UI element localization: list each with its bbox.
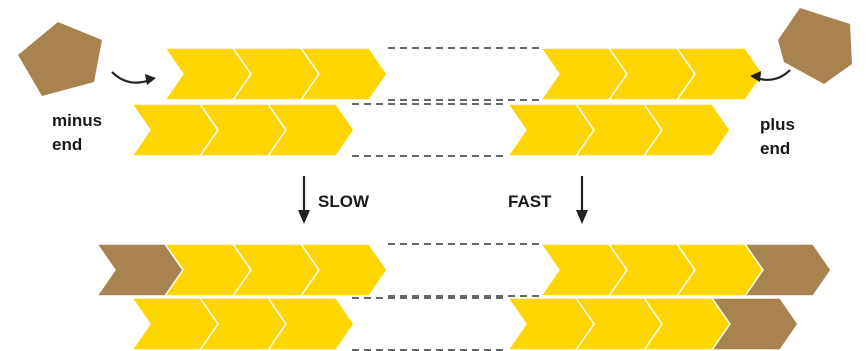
minus-end-label: minus end (52, 111, 107, 154)
free-subunit-plus-side (778, 8, 852, 84)
minus-end-label-line1: minus (52, 111, 102, 130)
binding-arrow-minus (112, 72, 150, 83)
minus-end-label-line2: end (52, 135, 82, 154)
fast-label: FAST (508, 192, 552, 211)
slow-label: SLOW (318, 192, 370, 211)
filaments (97, 48, 831, 350)
binding-arrow-minus-head (145, 74, 156, 85)
slow-arrow-head (298, 210, 310, 224)
plus-end-label: plus end (760, 115, 800, 158)
plus-end-label-line1: plus (760, 115, 795, 134)
free-subunit-minus-side (18, 22, 102, 96)
fast-arrow-head (576, 210, 588, 224)
plus-end-label-line2: end (760, 139, 790, 158)
